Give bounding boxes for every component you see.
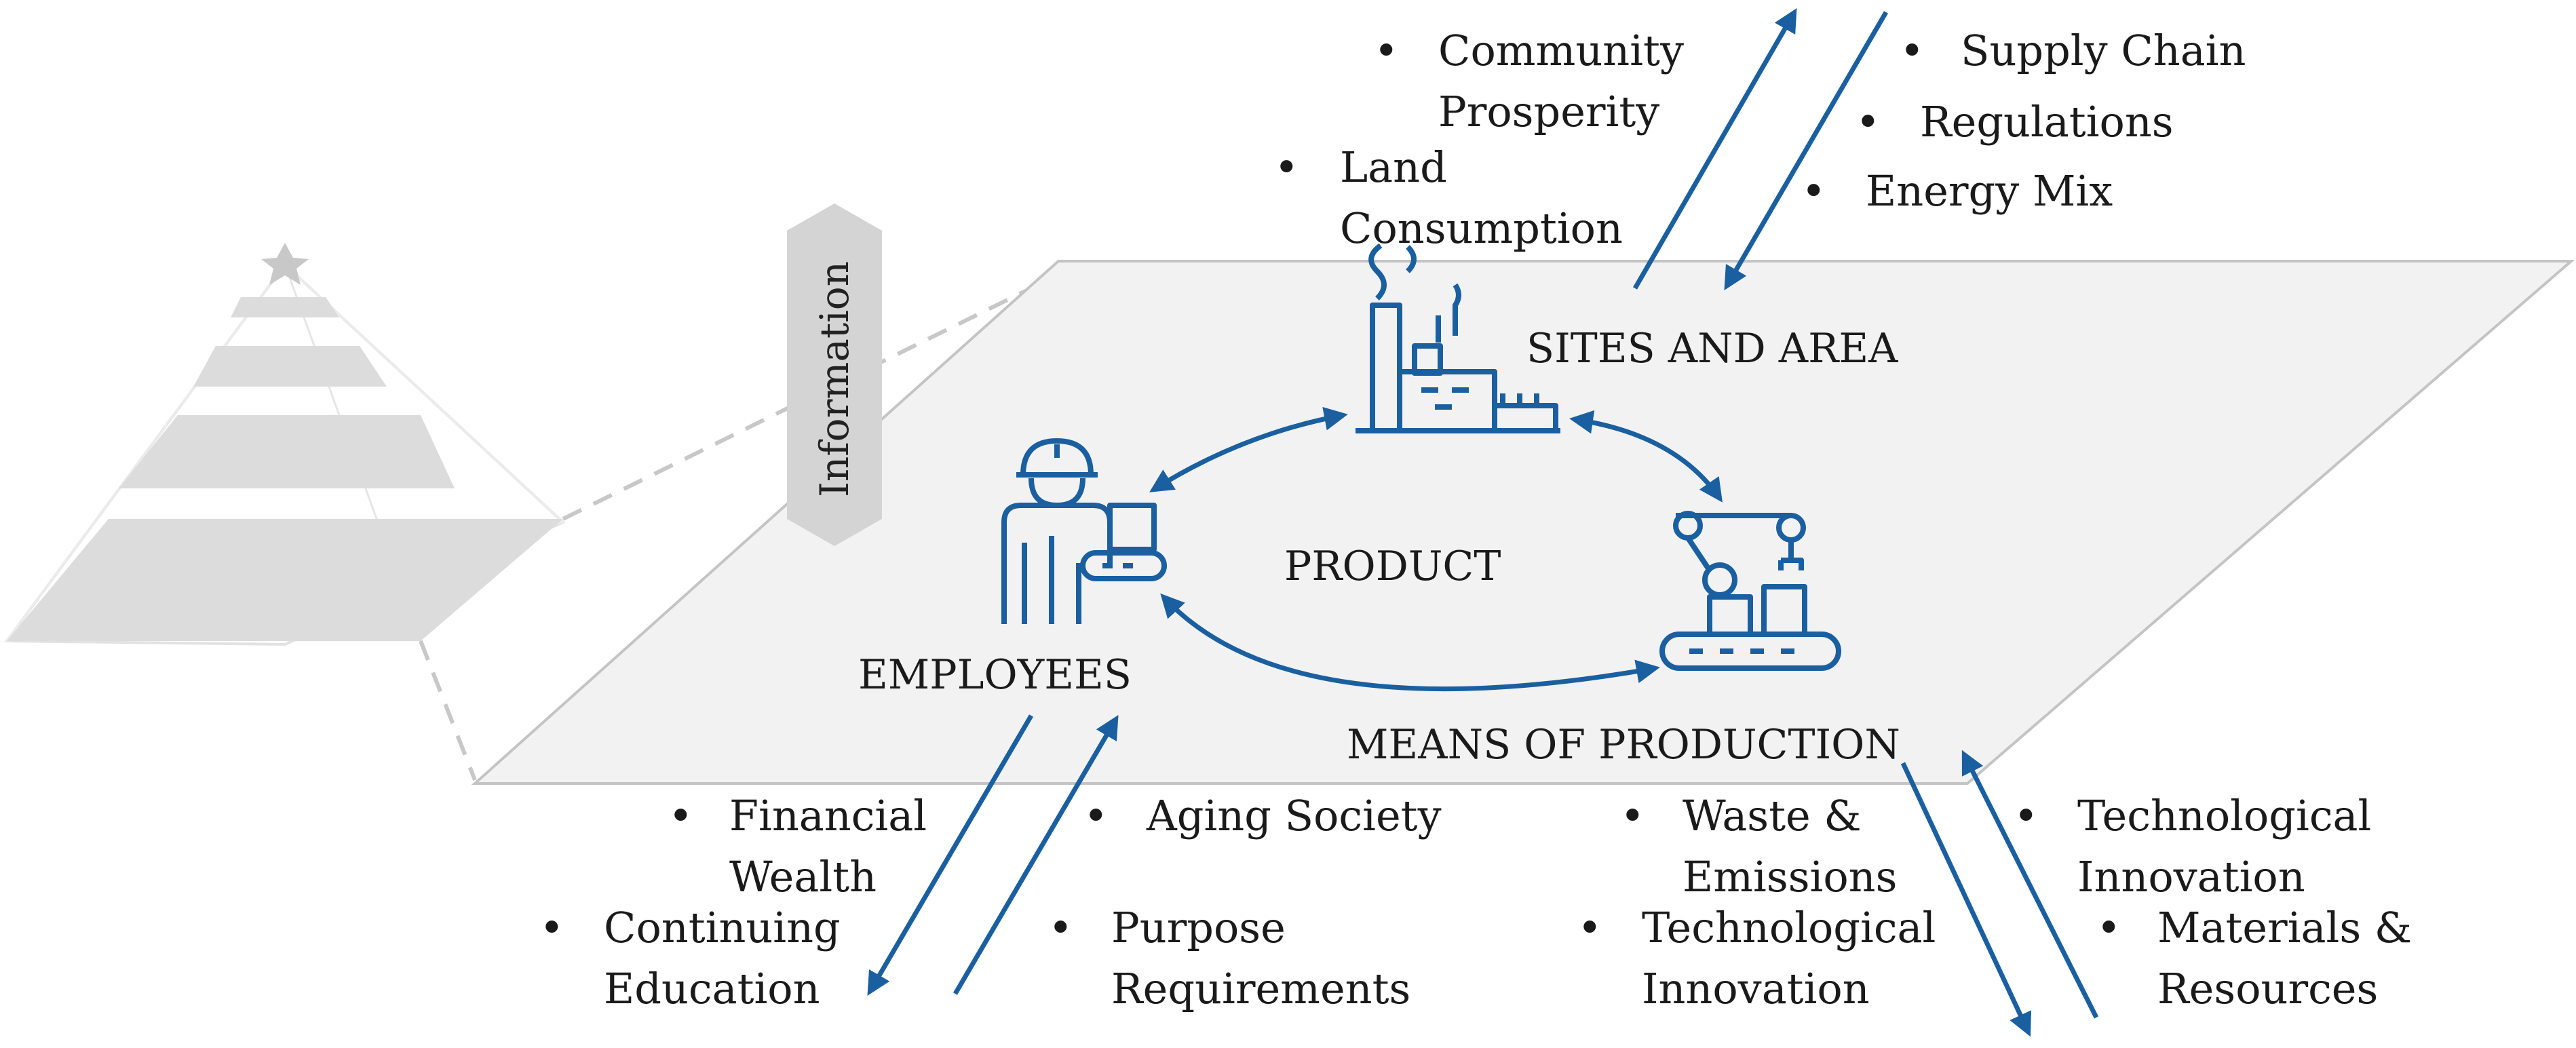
employees-label: EMPLOYEES [858, 651, 1132, 699]
item-line: Materials & [2157, 903, 2412, 952]
bullet: • [668, 791, 693, 840]
item-materials-resources: Materials & Resources [2157, 897, 2412, 1020]
bullet: • [539, 903, 564, 952]
bullet: • [2014, 791, 2039, 840]
item-line: Requirements [1111, 964, 1411, 1013]
bullet: • [1801, 166, 1826, 216]
item-line: Consumption [1340, 203, 1623, 253]
bullet: • [1856, 97, 1881, 147]
item-waste-emissions: Waste & Emissions [1683, 785, 1897, 908]
item-technological-innovation-in: Technological Innovation [2077, 785, 2371, 908]
worker-icon [1001, 438, 1167, 624]
item-line: Wealth [729, 852, 877, 901]
item-aging-society: Aging Society [1147, 791, 1442, 840]
pyramid-icon [4, 243, 566, 646]
information-badge [787, 203, 882, 546]
item-line: Prosperity [1438, 87, 1660, 136]
dashed-connector-bottom [419, 640, 477, 781]
item-community-prosperity: Community Prosperity [1438, 20, 1684, 142]
item-line: Waste & [1683, 791, 1862, 840]
item-technological-innovation-out: Technological Innovation [1642, 897, 1936, 1020]
bullet: • [1083, 791, 1109, 840]
robot-arm-icon [1659, 511, 1841, 671]
item-continuing-education: Continuing Education [604, 897, 841, 1020]
item-line: Education [604, 964, 820, 1013]
factory-icon [1356, 243, 1560, 433]
item-regulations: Regulations [1920, 97, 2174, 147]
item-line: Community [1438, 26, 1684, 75]
context-plane [471, 260, 2575, 785]
bullet: • [1577, 903, 1602, 952]
item-line: Purpose [1111, 903, 1286, 952]
item-financial-wealth: Financial Wealth [729, 785, 927, 908]
item-line: Technological [2077, 791, 2372, 840]
product-label: PRODUCT [1284, 543, 1501, 590]
item-line: Emissions [1683, 852, 1898, 901]
means-of-production-label: MEANS OF PRODUCTION [1347, 721, 1900, 769]
item-line: Land [1340, 142, 1447, 192]
item-purpose-requirements: Purpose Requirements [1111, 897, 1410, 1020]
item-line: Resources [2157, 964, 2379, 1013]
item-line: Innovation [1642, 964, 1870, 1013]
bullet: • [1048, 903, 1073, 952]
bullet: • [1274, 142, 1299, 192]
item-line: Innovation [2077, 852, 2305, 901]
sites-and-area-label: SITES AND AREA [1526, 325, 1898, 372]
item-energy-mix: Energy Mix [1866, 166, 2113, 216]
item-land-consumption: Land Consumption [1340, 137, 1623, 259]
cycle-arrows [1149, 406, 1723, 692]
item-line: Technological [1642, 903, 1936, 952]
information-label: Information [811, 260, 858, 498]
item-line: Continuing [604, 903, 841, 952]
bullet: • [1374, 26, 1399, 75]
bullet: • [2096, 903, 2121, 952]
item-line: Financial [729, 791, 927, 840]
bullet: • [1620, 791, 1645, 840]
item-supply-chain: Supply Chain [1961, 26, 2246, 75]
bullet: • [1900, 26, 1925, 75]
external-arrows [867, 7, 2099, 1037]
